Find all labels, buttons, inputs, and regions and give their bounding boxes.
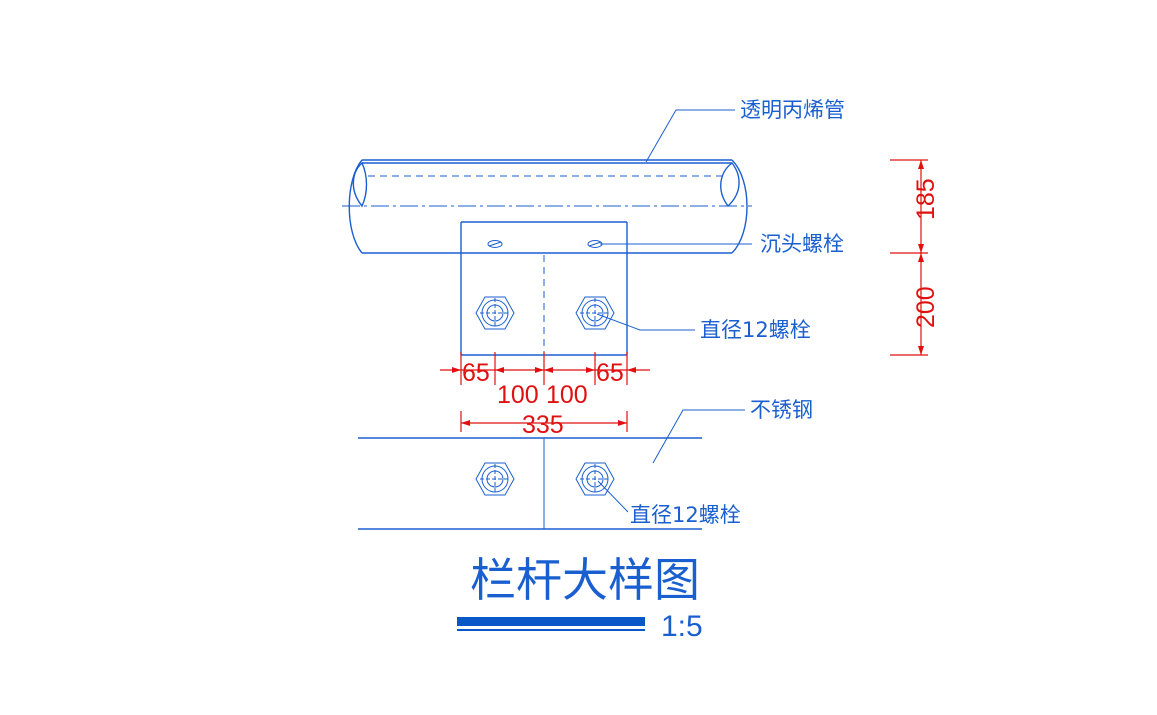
label-bolt-lower: 直径12螺栓 [630,503,741,527]
dim-total-width: 335 [522,411,564,439]
stainless-steel-plate [358,437,702,530]
label-pipe: 透明丙烯管 [740,98,845,122]
dim-vertical-top: 185 [912,178,940,220]
drawing-scale: 1:5 [661,610,703,643]
hex-bolt-lower-left [475,462,515,496]
label-steel: 不锈钢 [750,398,813,422]
dimension-horizontal-upper [440,352,650,385]
leader-bolt-lower [597,480,629,513]
countersunk-bolt-left [487,240,503,248]
hex-bolt-upper-left [475,296,515,330]
dimension-horizontal-total [460,411,628,432]
leader-steel [652,409,745,464]
label-bolt-upper: 直径12螺栓 [700,318,811,342]
leader-pipe [645,109,735,163]
drawing-title: 栏杆大样图 [470,553,700,607]
leader-bolt-upper [596,313,695,331]
dim-left-edge: 65 [462,359,490,387]
acrylic-pipe [342,159,752,254]
bracket-plate [460,221,628,356]
label-countersunk-bolt: 沉头螺栓 [760,232,844,256]
dim-right-edge: 65 [596,359,624,387]
countersunk-bolt-right [587,240,603,248]
dim-left-mid: 100 [497,381,539,409]
hex-bolt-upper-right [575,296,615,330]
dim-vertical-bottom: 200 [912,286,940,328]
dimension-vertical [890,159,928,356]
hex-bolt-lower-right [575,462,615,496]
title-underline [457,617,645,631]
dim-right-mid: 100 [546,381,588,409]
